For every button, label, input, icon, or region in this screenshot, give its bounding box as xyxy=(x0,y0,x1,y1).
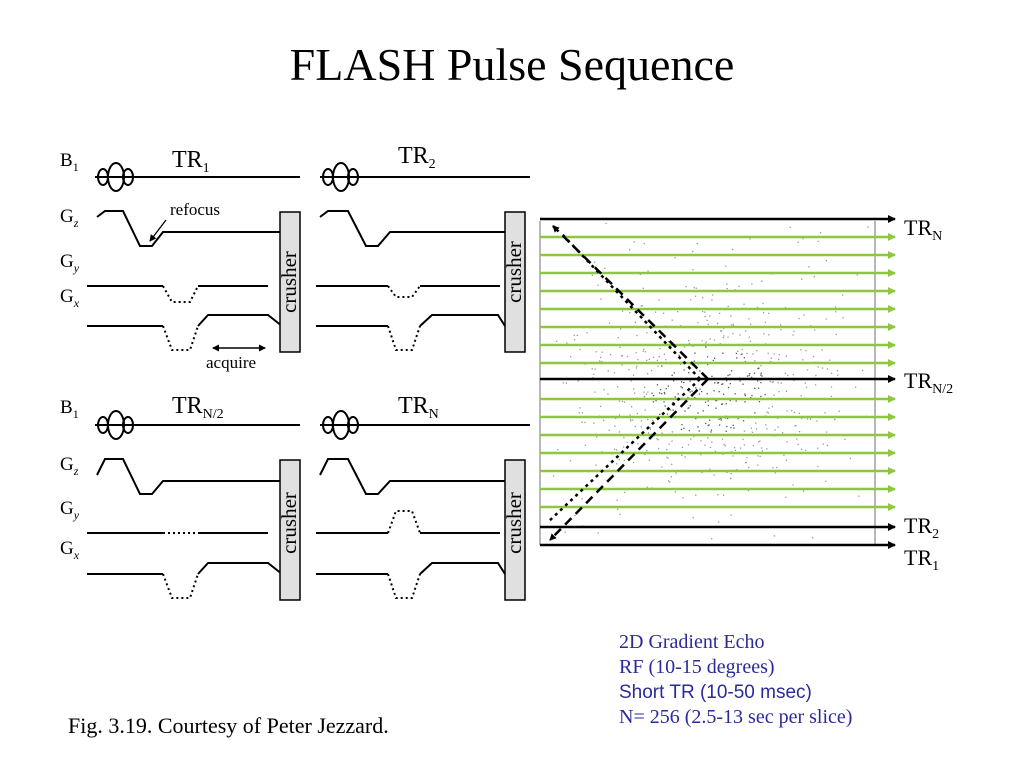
kspace-tr1-label: TR1 xyxy=(904,545,939,574)
crusher-label: crusher xyxy=(502,241,526,303)
acquire-label: acquire xyxy=(206,353,256,372)
gz-label: Gz xyxy=(60,454,79,478)
gx-label: Gx xyxy=(60,286,80,310)
kspace-trn2-label: TRN/2 xyxy=(904,368,953,397)
info-line-2: RF (10-15 degrees) xyxy=(619,656,775,678)
page-title: FLASH Pulse Sequence xyxy=(289,39,735,90)
sequence-trn2: B1 Gz Gy Gx TRN/2 crusher xyxy=(60,393,301,601)
kspace-diagram: TRN TRN/2 TR2 TR1 xyxy=(539,215,953,574)
tr2-label: TR2 xyxy=(398,143,436,172)
crusher-box xyxy=(279,211,301,353)
figure-caption: Fig. 3.19. Courtesy of Peter Jezzard. xyxy=(68,713,389,738)
gy-label: Gy xyxy=(60,251,80,275)
kspace-signal-texture xyxy=(552,222,869,540)
gz-label: Gz xyxy=(60,206,79,230)
sequence-tr2: TR2 crusher xyxy=(316,143,530,353)
crusher-label: crusher xyxy=(277,251,301,313)
info-line-1: 2D Gradient Echo xyxy=(619,631,765,653)
crusher-label: crusher xyxy=(502,492,526,554)
sequence-trn: TRN crusher xyxy=(316,393,530,601)
kspace-trajectory xyxy=(547,225,709,541)
refocus-label: refocus xyxy=(170,200,220,219)
crusher-box xyxy=(279,459,301,601)
phase-encode-lines xyxy=(540,233,896,511)
crusher-box xyxy=(504,211,526,353)
trn2-label: TRN/2 xyxy=(172,393,224,422)
trn-label: TRN xyxy=(398,393,439,422)
kspace-trn-label: TRN xyxy=(904,215,942,244)
gy-label: Gy xyxy=(60,498,80,522)
info-line-3: Short TR (10-50 msec) xyxy=(619,682,812,703)
crusher-box xyxy=(504,459,526,601)
b1-label: B1 xyxy=(60,397,79,421)
kspace-tr2-label: TR2 xyxy=(904,513,939,542)
sequence-tr1: B1 Gz Gy Gx TR1 refocus acquire xyxy=(60,147,301,372)
crusher-label: crusher xyxy=(277,492,301,554)
tr1-label: TR1 xyxy=(172,147,210,176)
b1-label: B1 xyxy=(60,150,79,174)
gx-label: Gx xyxy=(60,538,80,562)
info-box: 2D Gradient Echo RF (10-15 degrees) Shor… xyxy=(619,630,852,730)
info-line-4: N= 256 (2.5-13 sec per slice) xyxy=(619,706,853,728)
